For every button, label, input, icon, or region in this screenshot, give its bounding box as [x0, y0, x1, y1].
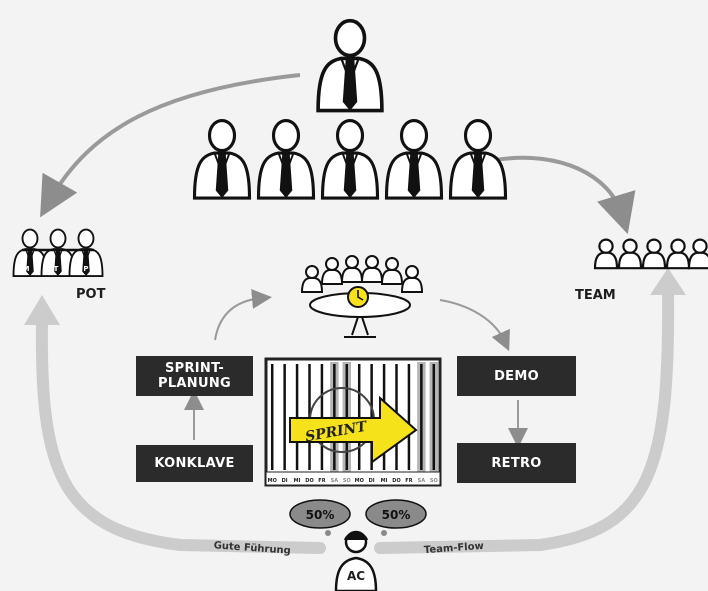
demo-label: DEMO — [494, 368, 539, 384]
konklave-label: KONKLAVE — [154, 456, 235, 471]
board-day-label: FR — [405, 478, 412, 484]
team-member-icon — [192, 118, 252, 200]
alarm-clock-icon — [347, 286, 369, 308]
team-label: TEAM — [575, 288, 616, 303]
board-day-label: DI — [282, 478, 288, 484]
pot-badge: M — [23, 265, 30, 273]
arrow-to-team — [494, 155, 636, 235]
pot-label: POT — [76, 287, 106, 302]
agile-coach-icon — [334, 530, 378, 591]
board-day-label: SA — [331, 478, 339, 484]
board-day-label: MO — [355, 478, 364, 484]
ac-label: AC — [347, 569, 366, 583]
arrow-planning-to-table — [214, 288, 272, 341]
sprint-planung-box: SPRINT- PLANUNG — [136, 356, 253, 396]
board-day-label: SA — [418, 478, 426, 484]
thought-bubble — [289, 499, 351, 536]
board-day-label: DI — [369, 478, 375, 484]
pot-badge: P — [83, 265, 88, 273]
sprint-planung-label: SPRINT- PLANUNG — [158, 361, 231, 391]
pot-badge: T — [54, 265, 59, 273]
team-flow-label: Team-Flow — [424, 541, 485, 556]
team-group-icon — [593, 238, 708, 270]
demo-box: DEMO — [457, 356, 576, 396]
retro-label: RETRO — [491, 455, 542, 471]
pot-group-icon — [12, 228, 104, 277]
team-member-icon — [448, 118, 508, 200]
flow-arc-head-left — [24, 295, 60, 325]
board-day-label: MI — [381, 478, 388, 484]
leader-person-icon — [316, 18, 384, 113]
thought-bubble — [365, 499, 427, 536]
konklave-box: KONKLAVE — [136, 445, 253, 482]
board-day-label: MO — [268, 478, 277, 484]
thought-value: 50% — [306, 508, 335, 522]
board-day-label: DO — [305, 478, 313, 484]
board-day-label: DO — [392, 478, 400, 484]
board-day-label: FR — [318, 478, 325, 484]
flow-arc-head-right — [650, 268, 686, 295]
thought-value: 50% — [382, 508, 411, 522]
arrow-table-to-demo — [439, 299, 510, 352]
board-day-label: SO — [430, 478, 438, 484]
team-member-icon — [320, 118, 380, 200]
flow-arc — [35, 284, 675, 554]
gute-fuehrung-label: Gute Führung — [213, 540, 291, 556]
board-day-label: MI — [294, 478, 301, 484]
team-member-icon — [256, 118, 316, 200]
team-member-icon — [384, 118, 444, 200]
board-day-label: SO — [343, 478, 351, 484]
sprint-board: MO DI MI DO FR SA SO MO DI MI DO FR SA SO — [264, 357, 442, 487]
arrow-to-pot — [40, 73, 301, 218]
retro-box: RETRO — [457, 443, 576, 483]
